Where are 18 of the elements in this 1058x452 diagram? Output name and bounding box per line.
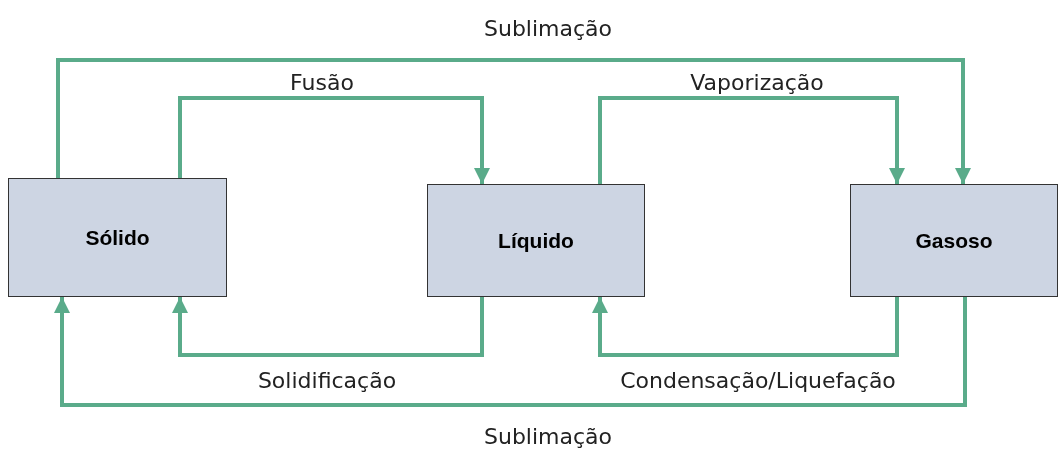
state-box — [850, 184, 1058, 297]
state-label: Gasoso — [915, 228, 993, 253]
state-box — [427, 184, 645, 297]
arrow — [172, 297, 484, 357]
edge-label: Sublimação — [484, 16, 612, 42]
state-label: Líquido — [498, 228, 574, 253]
edge-label: Condensação/Liquefação — [620, 368, 896, 394]
arrow — [592, 297, 899, 357]
arrow — [178, 96, 490, 184]
arrow — [54, 297, 967, 407]
state-box — [8, 178, 227, 297]
arrow — [56, 58, 971, 184]
state-label: Sólido — [85, 225, 150, 250]
edge-label: Fusão — [290, 70, 354, 96]
arrow — [598, 96, 905, 184]
edge-label: Sublimação — [484, 424, 612, 450]
edge-label: Vaporização — [690, 70, 824, 96]
edge-label: Solidificação — [257, 368, 397, 394]
